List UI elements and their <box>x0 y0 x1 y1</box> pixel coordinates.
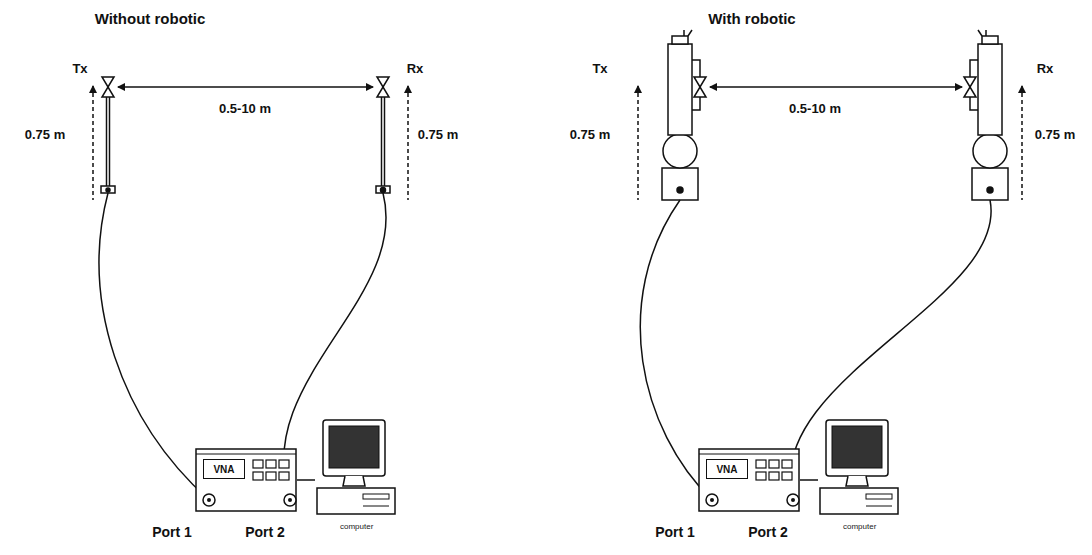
dimension: 0.75 m <box>570 127 610 142</box>
computer-caption: computer <box>843 522 876 531</box>
port-label: Port 1 <box>655 524 695 540</box>
antenna-label: Tx <box>72 61 87 76</box>
antenna-label: Rx <box>1037 61 1054 76</box>
vna-instrument: VNA <box>195 448 297 512</box>
height-arrow <box>92 86 94 200</box>
distance-arrow <box>118 86 373 88</box>
height-arrow <box>1021 86 1023 200</box>
computer-caption: computer <box>340 522 373 531</box>
data-cable <box>800 479 818 481</box>
cable <box>99 193 209 500</box>
instrument-name: VNA <box>213 464 234 475</box>
port-label: Port 2 <box>245 524 285 540</box>
vna-instrument: VNA <box>698 448 800 512</box>
rx-antenna <box>376 77 390 193</box>
vna-screen: VNA <box>706 459 748 479</box>
port-label: Port 1 <box>152 524 192 540</box>
vna-symbol <box>195 448 297 512</box>
instrument-name: VNA <box>716 464 737 475</box>
computer-symbol <box>818 418 902 540</box>
distance-arrow <box>710 86 962 88</box>
height-arrow <box>407 86 409 200</box>
computer: computer <box>818 418 902 540</box>
rx-robot <box>964 30 1008 200</box>
data-cable <box>297 479 315 481</box>
computer: computer <box>315 418 399 540</box>
cable <box>790 200 991 500</box>
dimension: 0.75 m <box>25 127 65 142</box>
antenna-label: Tx <box>592 61 607 76</box>
port-label: Port 2 <box>748 524 788 540</box>
dimension: 0.75 m <box>418 127 458 142</box>
tx-robot <box>662 30 706 200</box>
vna-screen: VNA <box>203 459 245 479</box>
computer-symbol <box>315 418 399 540</box>
dimension: 0.5-10 m <box>789 101 841 116</box>
height-arrow <box>637 86 639 200</box>
cable <box>284 193 387 500</box>
vna-symbol <box>698 448 800 512</box>
dimension: 0.75 m <box>1035 127 1075 142</box>
panel-title: With robotic <box>708 10 795 27</box>
tx-antenna <box>101 77 115 193</box>
panel-title: Without robotic <box>95 10 206 27</box>
dimension: 0.5-10 m <box>219 101 271 116</box>
antenna-label: Rx <box>407 61 424 76</box>
